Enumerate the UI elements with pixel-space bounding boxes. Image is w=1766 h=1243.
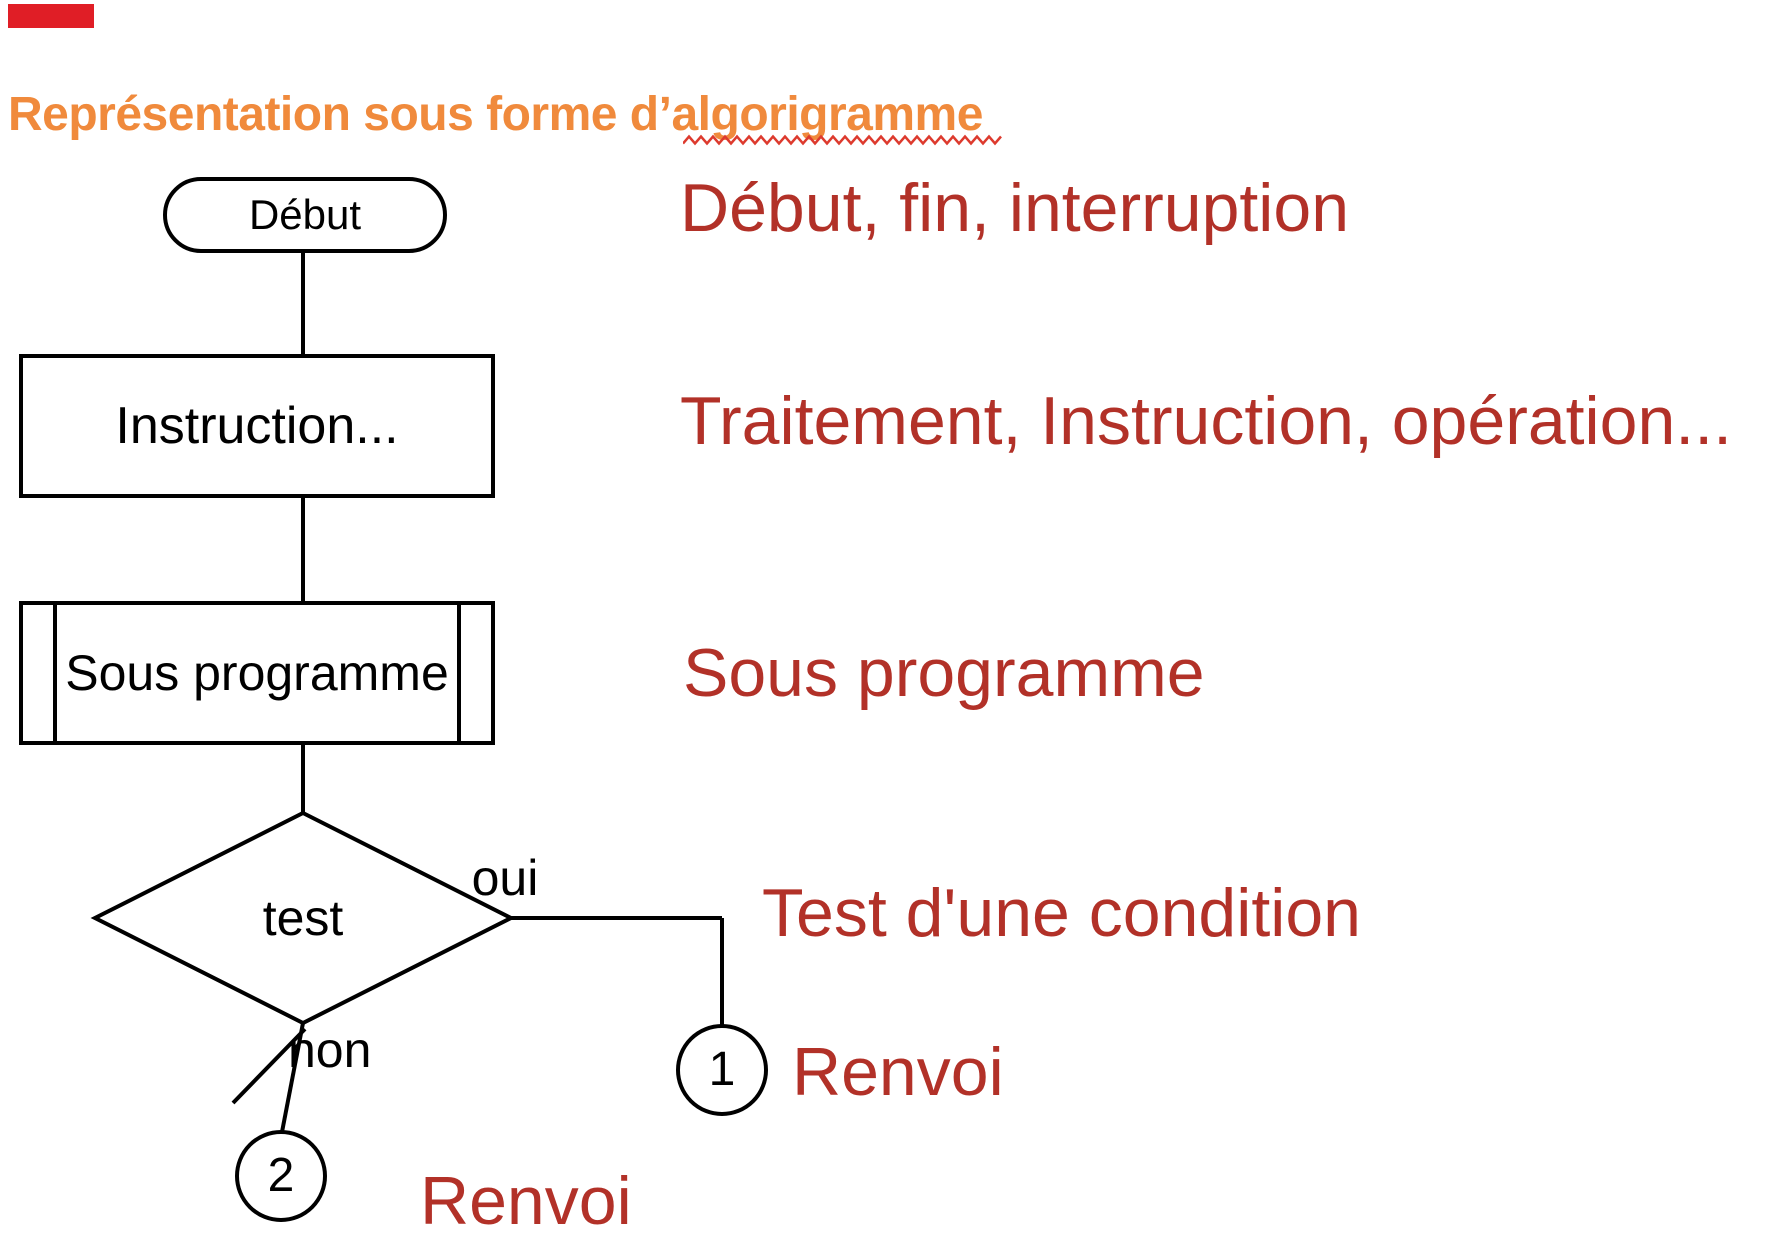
legend-renvoi-1: Renvoi	[792, 1034, 1004, 1110]
branch-no-label: non	[288, 1022, 372, 1078]
decision-diamond	[90, 810, 516, 1026]
start-label: Début	[248, 191, 362, 238]
page-title: Représentation sous forme d’algorigramme	[8, 88, 983, 141]
terminator-shape	[163, 177, 447, 253]
connector-circle-1	[676, 1024, 768, 1116]
process-label: Instruction...	[115, 397, 399, 455]
legend-terminal: Début, fin, interruption	[680, 170, 1350, 246]
squiggle-underline	[683, 134, 1002, 146]
legend-renvoi-2: Renvoi	[420, 1163, 632, 1239]
branch-no-line	[280, 1022, 305, 1133]
process-box	[19, 354, 495, 498]
subprogram-box	[19, 601, 495, 745]
break-slash	[231, 1027, 307, 1105]
red-marker	[8, 4, 94, 28]
decision-label: test	[262, 890, 344, 946]
legend-process: Traitement, Instruction, opération...	[680, 383, 1732, 459]
legend-decision: Test d'une condition	[762, 875, 1361, 951]
squiggle-path	[683, 134, 1002, 146]
subprogram-label: Sous programme	[65, 645, 449, 701]
connector-1-label: 1	[708, 1043, 736, 1096]
connector-circle-2	[235, 1130, 327, 1222]
branch-yes-label: oui	[471, 850, 539, 906]
legend-subprogram: Sous programme	[683, 635, 1205, 711]
connector-2-label: 2	[267, 1149, 295, 1202]
